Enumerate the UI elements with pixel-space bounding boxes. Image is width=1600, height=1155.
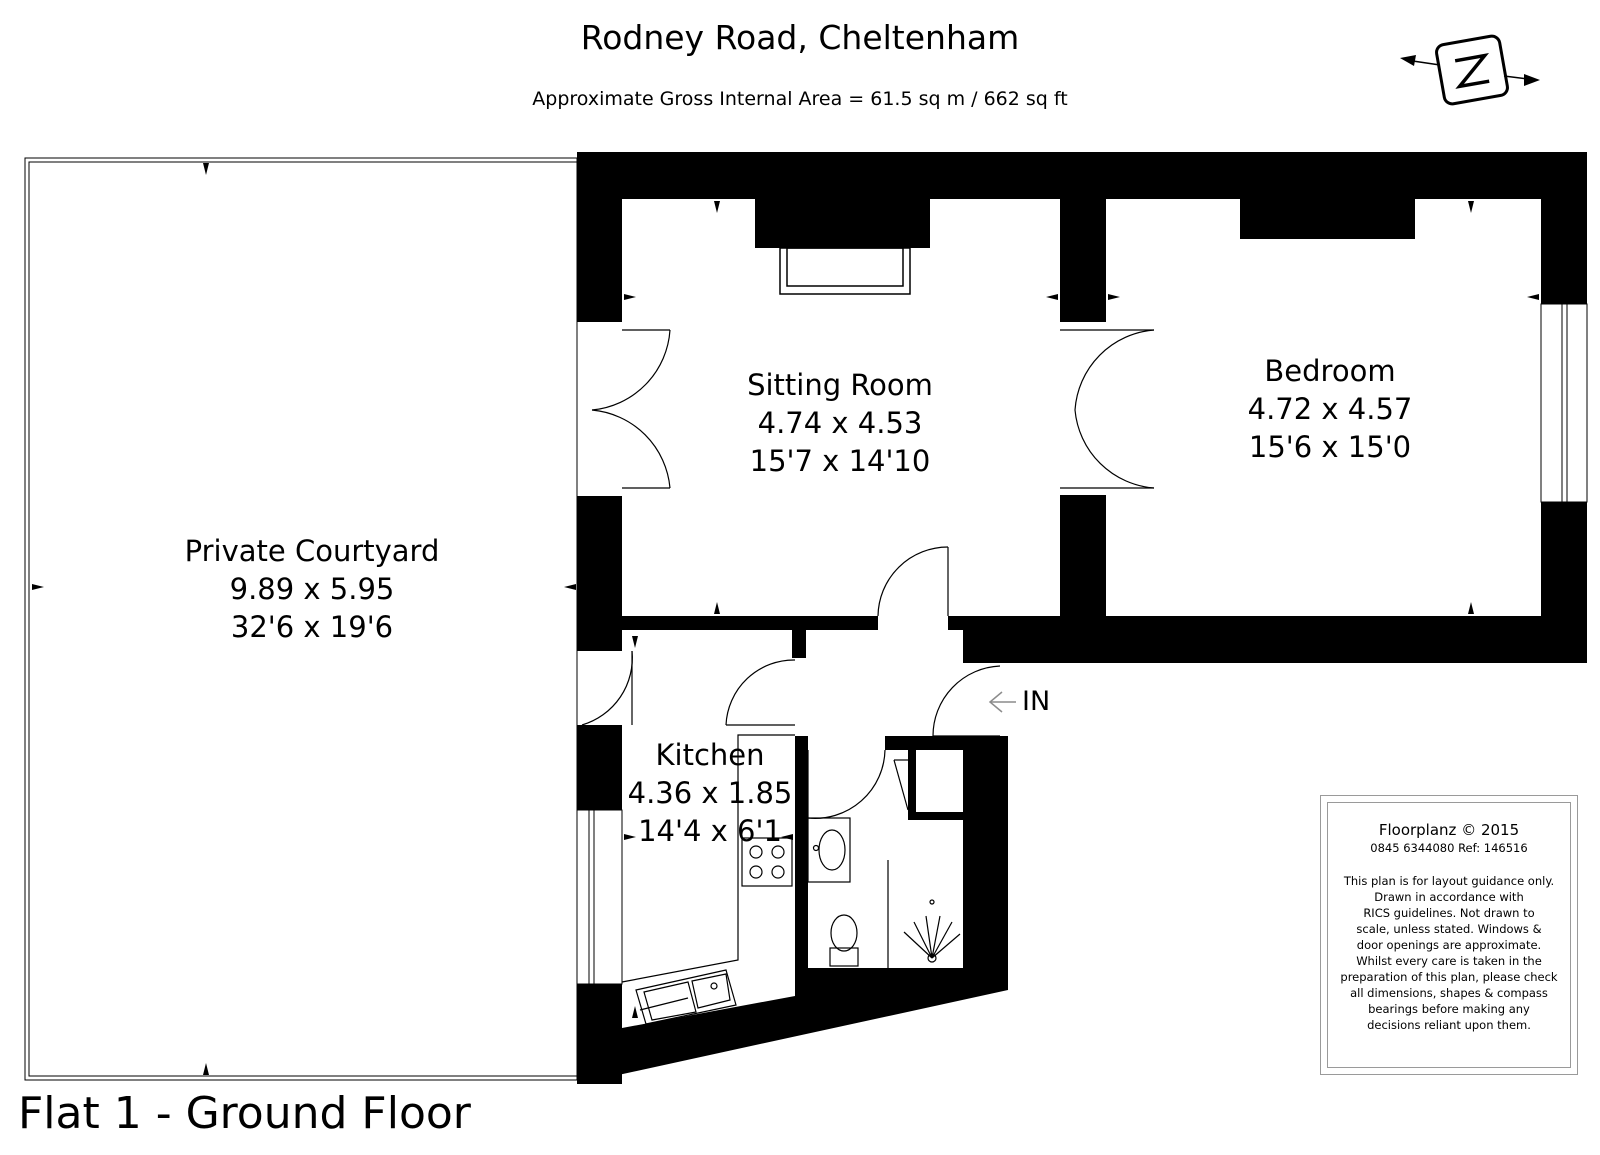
disclaimer-box: Floorplanz © 2015 0845 6344080 Ref: 1465…: [1320, 795, 1578, 1075]
room-label-bedroom: Bedroom 4.72 x 4.57 15'6 x 15'0: [1220, 352, 1440, 466]
disclaimer-line: door openings are approximate.: [1356, 938, 1542, 952]
disclaimer-line: Drawn in accordance with: [1374, 890, 1524, 904]
room-imperial: 14'4 x 6'1: [638, 814, 782, 848]
walls: [577, 152, 1587, 1084]
courtyard-dimension-ticks: [32, 163, 576, 1075]
fireplace-hearth: [779, 247, 911, 295]
arrow-left-icon: [988, 691, 1016, 713]
room-name: Private Courtyard: [184, 534, 440, 568]
room-name: Kitchen: [655, 738, 765, 772]
door-swings: [581, 329, 1155, 819]
room-label-private-courtyard: Private Courtyard 9.89 x 5.95 32'6 x 19'…: [182, 532, 442, 646]
room-dimension-ticks: [624, 201, 1539, 1018]
disclaimer-inner-frame: Floorplanz © 2015 0845 6344080 Ref: 1465…: [1327, 802, 1571, 1068]
entrance-label: IN: [1022, 686, 1051, 717]
room-label-sitting-room: Sitting Room 4.74 x 4.53 15'7 x 14'10: [720, 366, 960, 480]
disclaimer-line: preparation of this plan, please check: [1340, 970, 1558, 984]
contact-line: 0845 6344080 Ref: 146516: [1370, 841, 1528, 855]
copyright-line: Floorplanz © 2015: [1378, 821, 1520, 839]
room-metric: 4.74 x 4.53: [757, 406, 923, 440]
plan-title: Rodney Road, Cheltenham: [580, 18, 1020, 57]
disclaimer-line: Whilst every care is taken in the: [1356, 954, 1542, 968]
room-metric: 4.72 x 4.57: [1247, 392, 1413, 426]
compass-arrows: [1400, 55, 1540, 86]
room-metric: 4.36 x 1.85: [627, 776, 793, 810]
disclaimer-text: This plan is for layout guidance only. D…: [1338, 873, 1560, 1033]
floor-label: Flat 1 - Ground Floor: [18, 1088, 471, 1139]
area-summary: Approximate Gross Internal Area = 61.5 s…: [532, 88, 1068, 110]
room-imperial: 15'6 x 15'0: [1248, 430, 1412, 464]
room-imperial: 15'7 x 14'10: [749, 444, 931, 478]
disclaimer-line: This plan is for layout guidance only.: [1343, 874, 1555, 888]
disclaimer-line: decisions reliant upon them.: [1367, 1018, 1531, 1032]
disclaimer-line: RICS guidelines. Not drawn to: [1363, 906, 1535, 920]
windows: [576, 303, 1588, 985]
room-metric: 9.89 x 5.95: [229, 572, 395, 606]
bathroom-fittings: [807, 759, 961, 968]
room-name: Sitting Room: [747, 368, 933, 402]
disclaimer-line: all dimensions, shapes & compass: [1350, 986, 1548, 1000]
room-imperial: 32'6 x 19'6: [230, 610, 394, 644]
kitchen-fittings: [621, 734, 795, 1025]
disclaimer-line: scale, unless stated. Windows &: [1356, 922, 1542, 936]
compass-north-icon: [1405, 34, 1537, 106]
room-label-kitchen: Kitchen 4.36 x 1.85 14'4 x 6'1: [620, 736, 800, 850]
room-name: Bedroom: [1264, 354, 1396, 388]
disclaimer-line: bearings before making any: [1368, 1002, 1530, 1016]
